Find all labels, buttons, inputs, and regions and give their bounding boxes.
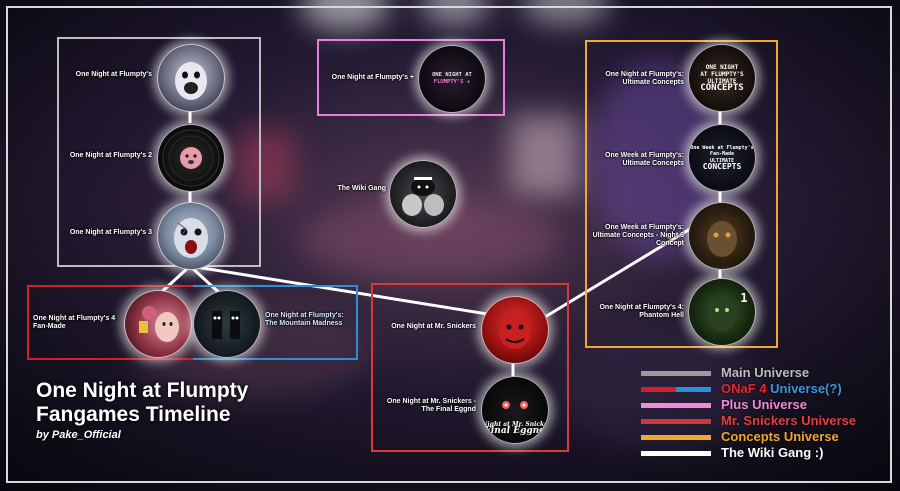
title-line2: Fangames Timeline [36, 403, 231, 426]
page-title: One Night at Flumpty Fangames Timeline [36, 379, 248, 427]
uc-logo-line4: CONCEPTS [700, 83, 744, 93]
legend-swatch-plus [641, 403, 711, 408]
label-week-uc-n6: One Week at Flumpty's: Ultimate Concepts… [592, 224, 684, 247]
legend-label-snickers: Mr. Snickers Universe [721, 413, 857, 428]
label-onaf-plus: One Night at Flumpty's + [331, 74, 414, 81]
label-week-uc: One Week at Flumpty's: Ultimate Concepts [605, 152, 684, 167]
week-logo-line3: ULTIMATE [709, 157, 735, 164]
uc-logo-line2: AT FLUMPTY'S [700, 71, 744, 78]
label-onaf4-fanmade: One Night at Flumpty's 4 Fan-Made [33, 315, 116, 330]
legend-swatch-onaf4-red [641, 387, 676, 392]
label-mountain-madness: One Night at Flumpty's: The Mountain Mad… [265, 312, 344, 327]
legend-swatch-onaf4-blue [676, 387, 711, 392]
concepts-universe-box [585, 40, 778, 348]
legend-item-concepts: Concepts Universe [641, 429, 881, 445]
snickers-universe-box [371, 283, 569, 452]
phantom-hell-icon [708, 298, 736, 332]
legend-label-onaf4: ONaF 4 Universe(?) [721, 381, 842, 397]
node-onaf1[interactable] [157, 44, 225, 112]
legend-swatch-snickers [641, 419, 711, 424]
final-logo-line2: Final Eggnd [484, 426, 546, 436]
onaf4-universe-box-blue [193, 285, 358, 360]
legend-item-main: Main Universe [641, 365, 881, 381]
label-onaf2: One Night at Flumpty's 2 [69, 152, 152, 159]
legend-swatch-concepts [641, 435, 711, 440]
node-wiki-gang[interactable] [389, 160, 457, 228]
final-logo-line1: Night at Mr. Snicke [482, 421, 548, 428]
legend-item-onaf4: ONaF 4 Universe(?) [641, 381, 881, 397]
node-onaf3[interactable] [157, 202, 225, 270]
plus-logo-line1: ONE NIGHT AT [432, 72, 472, 78]
cracked-egg-face-icon [174, 218, 208, 258]
legend-swatch-wiki [641, 451, 711, 456]
legend-item-snickers: Mr. Snickers Universe [641, 413, 881, 429]
wiki-gang-group-icon [402, 177, 444, 216]
wiki-link [539, 224, 696, 322]
uc-logo-line3: ULTIMATE [707, 78, 737, 85]
node-snickers[interactable] [481, 296, 549, 364]
legend-label-plus: Plus Universe [721, 397, 807, 412]
uc-logo-line1: ONE NIGHT [705, 64, 739, 71]
plus-logo-line2: FLUMPTY'S + [433, 79, 471, 85]
final-eggnd-eyes-icon [502, 401, 528, 409]
legend-label-onaf4-a: ONaF 4 [721, 381, 767, 396]
mountain-madness-icon [212, 311, 240, 339]
wiki-link [189, 264, 513, 320]
node-onaf2[interactable] [157, 124, 225, 192]
background-poster [235, 130, 295, 200]
label-wiki-gang: The Wiki Gang [337, 185, 386, 192]
author-byline: by Pake_Official [36, 429, 121, 441]
legend-item-plus: Plus Universe [641, 397, 881, 413]
legend-swatch-main [641, 371, 711, 376]
label-snickers: One Night at Mr. Snickers [391, 323, 476, 330]
mr-snickers-icon [499, 313, 531, 349]
label-snickers-final: One Night at Mr. Snickers - The Final Eg… [386, 398, 476, 413]
background-poster [510, 115, 580, 195]
legend-label-wiki: The Wiki Gang :) [721, 445, 824, 460]
onaf4-characters-icon [139, 306, 179, 342]
legend-label-main: Main Universe [721, 365, 810, 380]
vinyl-record-icon [162, 129, 220, 187]
node-onaf4-fanmade[interactable] [124, 290, 192, 358]
week-logo-line1: One Week at Flumpty's [690, 144, 754, 151]
flumpty-face-icon [175, 62, 207, 100]
node-phantom-hell[interactable]: 1 [688, 278, 756, 346]
node-week-uc-n6[interactable] [688, 202, 756, 270]
node-mountain-madness[interactable] [193, 290, 261, 358]
night6-concept-icon [707, 221, 737, 257]
legend-item-wiki: The Wiki Gang :) [641, 445, 881, 461]
title-line1: One Night at Flumpty [36, 379, 249, 402]
label-phantom-hell: One Night at Flumpty's 4: Phantom Hell [599, 304, 684, 319]
week-logo-line4: CONCEPTS [702, 162, 742, 171]
label-onaf1: One Night at Flumpty's [75, 71, 152, 78]
legend-label-concepts: Concepts Universe [721, 429, 839, 444]
week-logo-line2: Fan-Made [709, 151, 735, 157]
legend-label-onaf4-b: Universe(?) [770, 381, 842, 396]
phantom-number: 1 [740, 290, 748, 305]
main-universe-box [57, 37, 261, 267]
label-onaf3: One Night at Flumpty's 3 [69, 229, 152, 236]
onaf4-universe-box-red [27, 285, 193, 360]
label-ultimate-concepts: One Night at Flumpty's: Ultimate Concept… [605, 71, 684, 86]
plus-universe-box [317, 39, 505, 116]
